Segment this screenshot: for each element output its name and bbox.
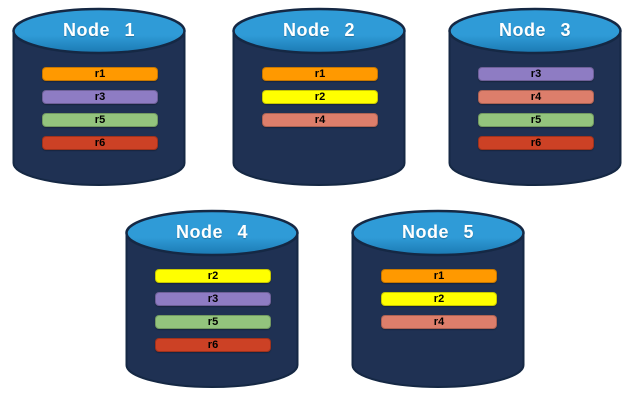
node-title: Node 4 [175, 222, 248, 242]
replica-bar: r6 [478, 136, 594, 150]
replica-bar: r1 [262, 67, 378, 81]
replica-bar: r4 [381, 315, 497, 329]
replica-label: r6 [530, 136, 542, 149]
replica-bar: r6 [42, 136, 158, 150]
replica-label: r6 [94, 136, 106, 149]
replica-list: r2 r3 r5 r6 [155, 269, 271, 352]
replica-bar: r6 [155, 338, 271, 352]
replica-label: r6 [207, 338, 219, 351]
replica-bar: r1 [381, 269, 497, 283]
replica-label: r1 [314, 67, 326, 80]
replica-label: r3 [530, 67, 542, 80]
replica-list: r1 r2 r4 [262, 67, 378, 127]
node-cylinder: Node 1 r1 r3 r5 r6 [10, 7, 188, 188]
replica-label: r4 [433, 315, 445, 328]
node-cylinder: Node 5 r1 r2 r4 [349, 209, 527, 390]
replica-bar: r5 [42, 113, 158, 127]
replica-list: r3 r4 r5 r6 [478, 67, 594, 150]
replica-label: r2 [433, 292, 445, 305]
node-title: Node 5 [401, 222, 474, 242]
replica-label: r3 [94, 90, 106, 103]
replica-bar: r3 [42, 90, 158, 104]
replica-label: r5 [530, 113, 542, 126]
replica-bar: r2 [381, 292, 497, 306]
replica-list: r1 r2 r4 [381, 269, 497, 329]
node-title: Node 2 [282, 20, 355, 40]
replica-bar: r4 [262, 113, 378, 127]
replica-label: r2 [314, 90, 326, 103]
node-title: Node 1 [62, 20, 135, 40]
replica-label: r5 [207, 315, 219, 328]
replica-label: r1 [94, 67, 106, 80]
replica-label: r4 [314, 113, 326, 126]
replica-bar: r5 [478, 113, 594, 127]
replica-bar: r5 [155, 315, 271, 329]
replica-bar: r1 [42, 67, 158, 81]
replica-list: r1 r3 r5 r6 [42, 67, 158, 150]
replica-bar: r2 [262, 90, 378, 104]
replica-label: r4 [530, 90, 542, 103]
replica-bar: r4 [478, 90, 594, 104]
replica-bar: r2 [155, 269, 271, 283]
node-cylinder: Node 3 r3 r4 r5 r6 [446, 7, 624, 188]
node-cylinder: Node 4 r2 r3 r5 r6 [123, 209, 301, 390]
replica-label: r2 [207, 269, 219, 282]
node-title: Node 3 [498, 20, 571, 40]
replica-label: r1 [433, 269, 445, 282]
replica-label: r5 [94, 113, 106, 126]
replica-bar: r3 [155, 292, 271, 306]
replica-label: r3 [207, 292, 219, 305]
replica-bar: r3 [478, 67, 594, 81]
node-cylinder: Node 2 r1 r2 r4 [230, 7, 408, 188]
